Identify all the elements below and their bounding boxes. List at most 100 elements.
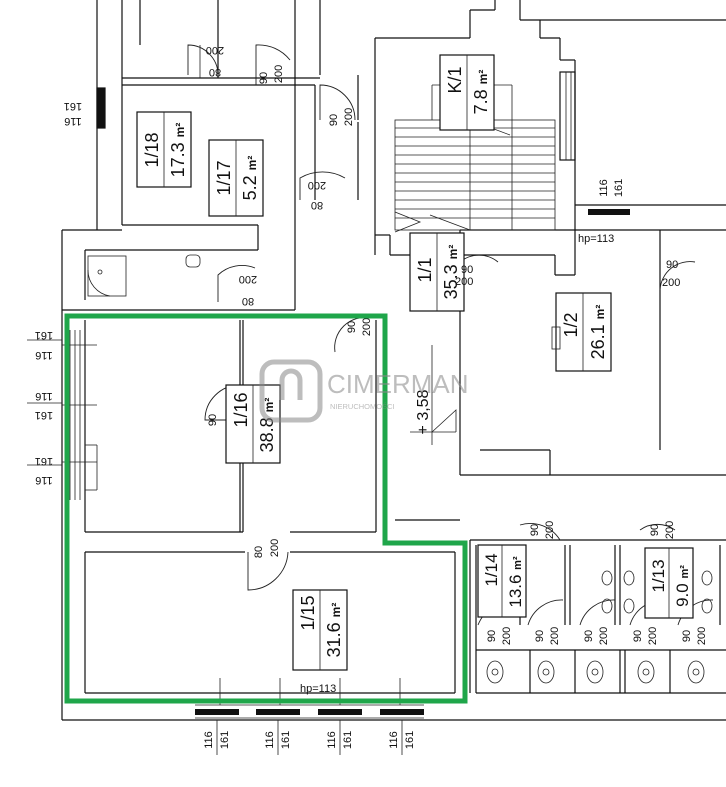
svg-text:116: 116 (35, 390, 53, 402)
svg-text:200: 200 (664, 521, 676, 539)
svg-text:200: 200 (501, 627, 513, 645)
svg-text:26.1 m²: 26.1 m² (588, 305, 608, 360)
room-1-2: 1/2 26.1 m² (551, 292, 612, 372)
svg-text:90: 90 (486, 630, 498, 642)
svg-text:200: 200 (206, 44, 224, 56)
svg-text:200: 200 (455, 276, 473, 288)
room-area-1-18: 17.3 (168, 142, 188, 177)
svg-text:90: 90 (328, 114, 340, 126)
room-1-15: 1/15 31.6 m² (292, 589, 348, 671)
room-area-1-14: 13.6 (506, 575, 525, 608)
staircase (394, 84, 556, 233)
toilets (486, 570, 713, 684)
washbasin (185, 254, 201, 268)
selected-unit-outline (64, 313, 468, 704)
svg-text:7.8 m²: 7.8 m² (471, 70, 491, 115)
svg-text:116: 116 (64, 115, 82, 127)
svg-text:161: 161 (64, 100, 82, 112)
svg-text:17.3 m²: 17.3 m² (168, 123, 188, 178)
room-area-1-13: 9.0 (673, 583, 692, 607)
sill-height-right: hp=113 (578, 233, 614, 245)
room-id-1-2: 1/2 (561, 312, 581, 337)
room-id-1-15: 1/15 (298, 595, 318, 630)
svg-text:116: 116 (264, 731, 276, 749)
svg-text:161: 161 (219, 731, 231, 749)
room-1-13: 1/13 9.0 m² (644, 547, 694, 619)
svg-text:116: 116 (35, 349, 53, 361)
svg-text:90: 90 (666, 259, 678, 271)
svg-text:161: 161 (280, 731, 292, 749)
watermark-brand: CIMERMAN (327, 369, 469, 399)
svg-text:35.3 m²: 35.3 m² (441, 245, 461, 300)
svg-text:200: 200 (549, 627, 561, 645)
svg-text:200: 200 (647, 627, 659, 645)
level-mark-text: + 3,58 (415, 389, 432, 434)
svg-text:90: 90 (583, 630, 595, 642)
svg-text:9.0 m²: 9.0 m² (673, 565, 692, 607)
walls (61, 0, 726, 721)
svg-text:80: 80 (209, 66, 221, 78)
room-area-1-2: 26.1 (588, 324, 608, 359)
svg-text:116: 116 (598, 179, 610, 197)
svg-text:90: 90 (632, 630, 644, 642)
svg-text:161: 161 (35, 409, 53, 421)
shower-tray (87, 255, 127, 297)
svg-text:200: 200 (273, 65, 285, 83)
room-id-1-14: 1/14 (482, 553, 501, 586)
svg-text:200: 200 (361, 318, 373, 336)
svg-text:90: 90 (534, 630, 546, 642)
door-swings (187, 44, 714, 626)
svg-text:200: 200 (544, 521, 556, 539)
room-area-1-15: 31.6 (324, 622, 344, 657)
svg-text:116: 116 (388, 731, 400, 749)
room-area-k-1: 7.8 (471, 89, 491, 114)
svg-text:161: 161 (613, 179, 625, 197)
svg-text:161: 161 (342, 731, 354, 749)
svg-text:90: 90 (681, 630, 693, 642)
room-area-1-16: 38.8 (257, 417, 277, 452)
svg-text:90: 90 (529, 524, 541, 536)
watermark: CIMERMAN NIERUCHOMOŚCI (259, 359, 469, 423)
sill-height-bottom: hp=113 (300, 683, 336, 695)
svg-text:200: 200 (343, 108, 355, 126)
svg-text:200: 200 (598, 627, 610, 645)
room-unit: m² (173, 123, 187, 138)
room-area-1-1: 35.3 (441, 264, 461, 299)
svg-text:200: 200 (239, 273, 257, 285)
svg-text:200: 200 (308, 179, 326, 191)
svg-text:80: 80 (253, 546, 265, 558)
svg-text:161: 161 (35, 455, 53, 467)
window-bars (97, 88, 630, 719)
svg-text:80: 80 (311, 199, 323, 211)
room-area-1-17: 5.2 (240, 175, 260, 200)
room-id-1-1: 1/1 (415, 257, 435, 282)
svg-text:13.6 m²: 13.6 m² (506, 556, 525, 608)
watermark-logo-icon (259, 359, 323, 423)
door-dimensions: 200 80 90 200 90 200 200 80 200 80 90 20… (206, 44, 708, 645)
svg-text:90: 90 (649, 524, 661, 536)
room-id-k-1: K/1 (445, 66, 465, 93)
shower-drain (97, 269, 103, 275)
room-1-16: 1/16 38.8 m² (225, 384, 281, 464)
room-1-1: 1/1 35.3 m² (409, 232, 465, 312)
svg-text:200: 200 (662, 277, 680, 289)
room-1-14: 1/14 13.6 m² (477, 544, 527, 618)
svg-text:116: 116 (203, 731, 215, 749)
svg-text:90: 90 (461, 264, 473, 276)
svg-text:200: 200 (696, 627, 708, 645)
room-id-1-17: 1/17 (214, 160, 234, 195)
svg-text:5.2 m²: 5.2 m² (240, 156, 260, 201)
svg-text:161: 161 (35, 329, 53, 341)
wall-hatching (69, 330, 98, 500)
svg-text:80: 80 (242, 295, 254, 307)
radiator (559, 71, 576, 161)
window-dimensions: 161 116 116 161 161 116 116 161 161 116 … (27, 100, 625, 755)
room-1-17: 1/17 5.2 m² (208, 139, 264, 217)
room-1-18: 1/18 17.3 m² (136, 111, 192, 188)
svg-text:200: 200 (269, 539, 281, 557)
svg-text:116: 116 (35, 474, 53, 486)
room-id-1-13: 1/13 (649, 559, 668, 592)
svg-text:31.6 m²: 31.6 m² (324, 603, 344, 658)
room-id-1-16: 1/16 (231, 392, 251, 427)
